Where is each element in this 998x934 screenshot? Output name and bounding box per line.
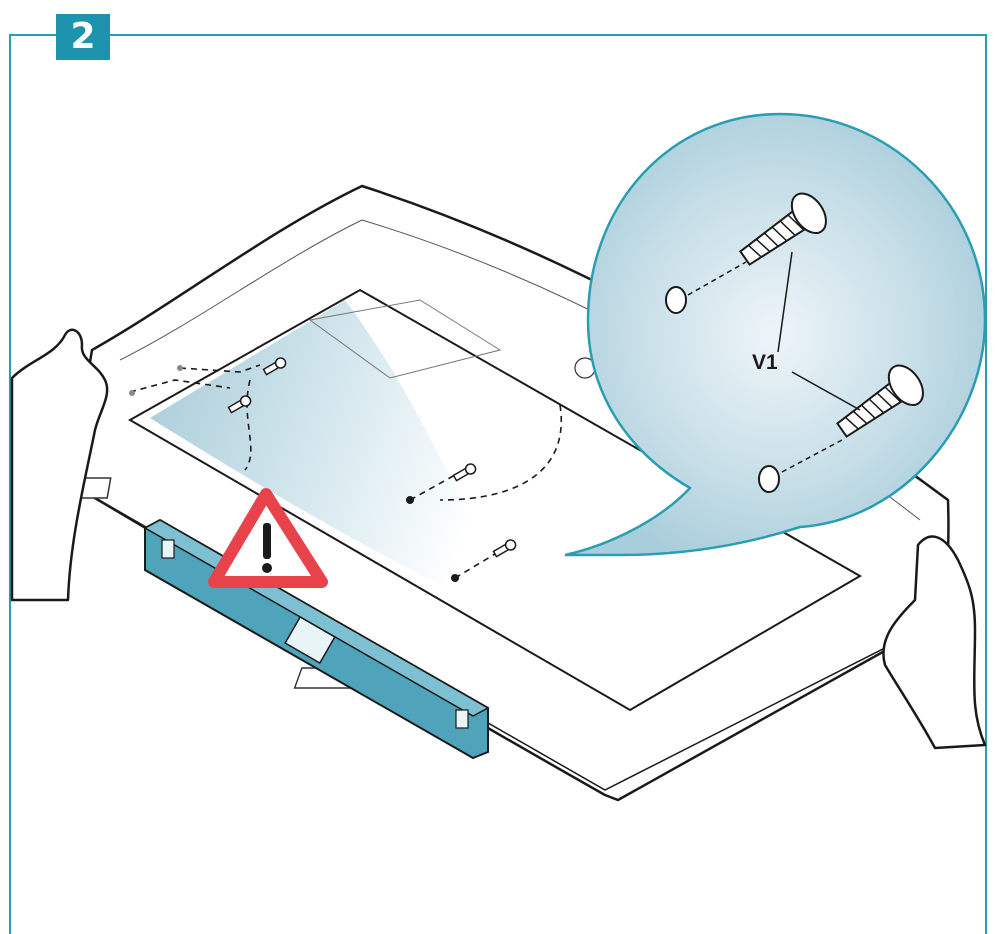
screw-label-v1: V1 <box>752 351 778 375</box>
assembly-illustration <box>0 0 998 899</box>
